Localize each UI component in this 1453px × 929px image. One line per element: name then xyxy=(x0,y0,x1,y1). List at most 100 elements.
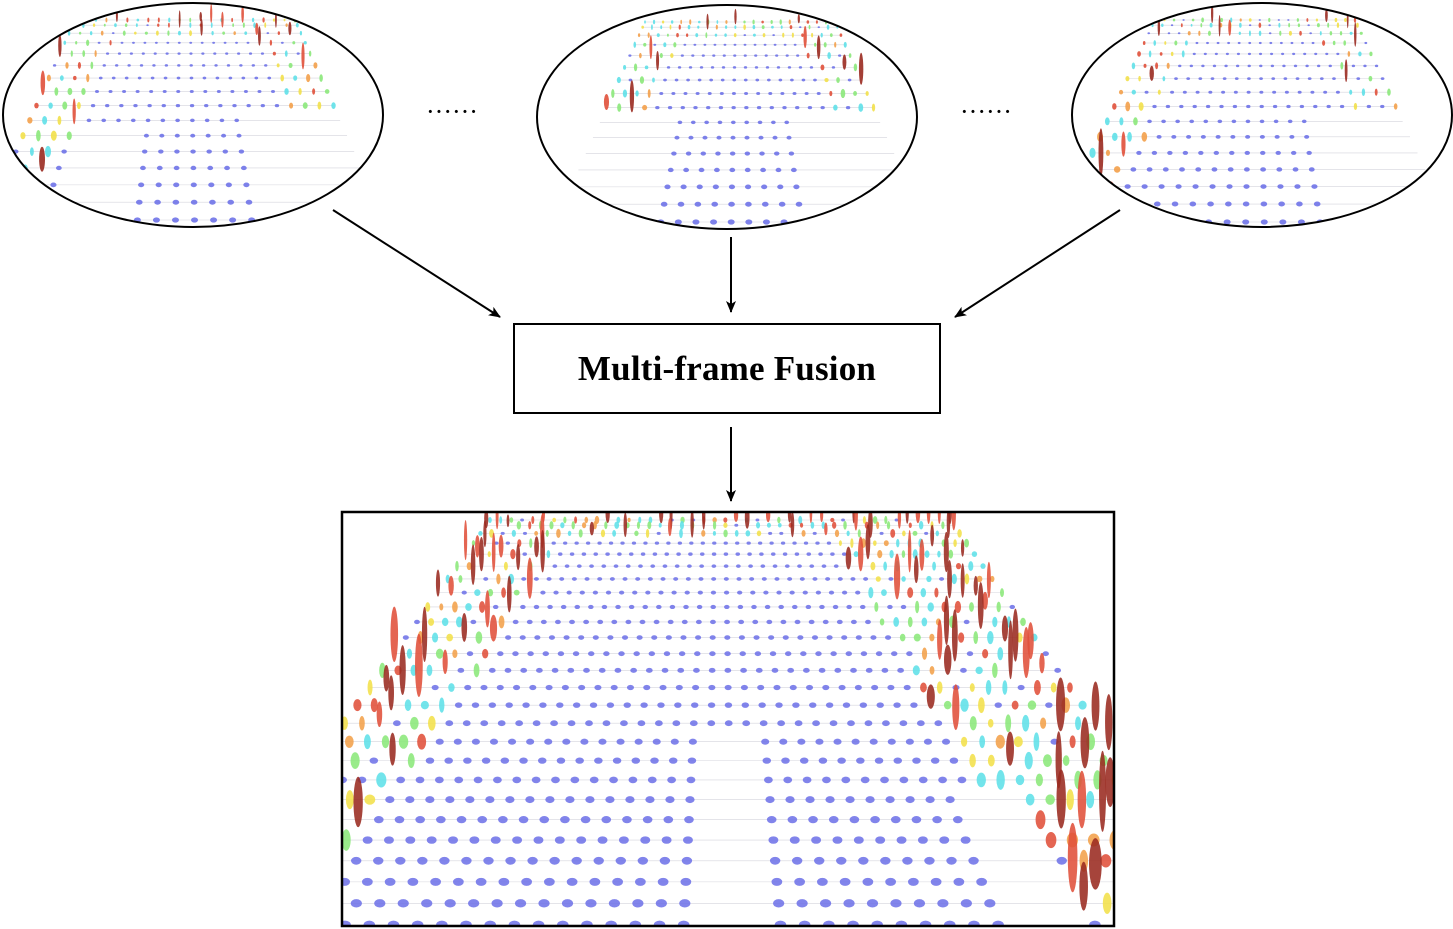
gaussian-ellipsoid xyxy=(1339,104,1345,109)
gaussian-ellipsoid xyxy=(97,41,101,44)
gaussian-ellipsoid xyxy=(952,684,960,731)
gaussian-ellipsoid xyxy=(561,899,574,908)
gaussian-ellipsoid xyxy=(305,762,314,806)
gaussian-ellipsoid xyxy=(1186,134,1192,139)
gaussian-ellipsoid xyxy=(301,42,305,70)
gaussian-ellipsoid xyxy=(463,757,472,764)
gaussian-ellipsoid xyxy=(321,794,329,848)
gaussian-ellipsoid xyxy=(1339,31,1343,36)
gaussian-ellipsoid xyxy=(1162,921,1174,929)
gaussian-ellipsoid xyxy=(875,651,883,657)
gaussian-ellipsoid xyxy=(896,836,907,844)
gaussian-ellipsoid xyxy=(866,899,879,908)
gaussian-ellipsoid xyxy=(789,25,793,30)
gaussian-ellipsoid xyxy=(620,720,628,727)
gaussian-ellipsoid xyxy=(585,720,593,727)
gaussian-ellipsoid xyxy=(483,577,489,581)
gaussian-ellipsoid xyxy=(1118,757,1126,763)
gaussian-ellipsoid xyxy=(362,836,373,844)
gaussian-ellipsoid xyxy=(1353,17,1357,23)
gaussian-ellipsoid xyxy=(1332,40,1336,46)
gaussian-ellipsoid xyxy=(615,604,621,610)
gaussian-ellipsoid xyxy=(717,120,723,125)
gaussian-ellipsoid xyxy=(631,541,637,545)
gaussian-ellipsoid xyxy=(1268,32,1272,35)
gaussian-ellipsoid xyxy=(406,648,413,659)
gaussian-ellipsoid xyxy=(913,633,921,642)
gaussian-ellipsoid xyxy=(208,182,215,188)
gaussian-ellipsoid xyxy=(404,699,412,711)
gaussian-ellipsoid xyxy=(469,836,480,844)
gaussian-ellipsoid xyxy=(189,17,192,23)
gaussian-ellipsoid xyxy=(1179,104,1184,109)
gaussian-ellipsoid xyxy=(1200,23,1203,28)
gaussian-ellipsoid xyxy=(1161,23,1164,27)
gaussian-ellipsoid xyxy=(384,877,396,886)
gaussian-ellipsoid xyxy=(768,531,773,535)
gaussian-ellipsoid xyxy=(1146,855,1155,867)
gaussian-ellipsoid xyxy=(753,635,760,640)
gaussian-ellipsoid xyxy=(421,899,433,908)
gaussian-ellipsoid xyxy=(234,894,245,912)
gaussian-ellipsoid xyxy=(667,776,677,784)
gaussian-ellipsoid xyxy=(655,899,667,908)
gaussian-ellipsoid xyxy=(1090,181,1097,192)
gaussian-ellipsoid xyxy=(1259,134,1265,139)
gaussian-ellipsoid xyxy=(1349,89,1353,95)
gaussian-ellipsoid xyxy=(105,17,108,23)
gaussian-ellipsoid xyxy=(1147,32,1151,35)
gaussian-ellipsoid xyxy=(1310,90,1315,94)
gaussian-ellipsoid xyxy=(1136,150,1142,155)
gaussian-ellipsoid xyxy=(865,667,873,673)
gaussian-ellipsoid xyxy=(584,577,590,581)
gaussian-ellipsoid xyxy=(1286,104,1291,109)
gaussian-ellipsoid xyxy=(497,651,504,657)
gaussian-ellipsoid xyxy=(1278,201,1285,207)
gaussian-ellipsoid xyxy=(628,604,635,610)
gaussian-ellipsoid xyxy=(232,23,235,28)
gaussian-ellipsoid xyxy=(154,199,161,205)
gaussian-ellipsoid xyxy=(696,604,703,610)
gaussian-ellipsoid xyxy=(771,25,774,29)
gaussian-ellipsoid xyxy=(921,617,928,627)
gaussian-ellipsoid xyxy=(1209,184,1216,189)
gaussian-ellipsoid xyxy=(822,684,830,691)
gaussian-ellipsoid xyxy=(653,619,660,625)
gaussian-ellipsoid xyxy=(964,538,969,548)
gaussian-ellipsoid xyxy=(593,552,599,556)
gaussian-ellipsoid xyxy=(1153,201,1161,207)
gaussian-ellipsoid xyxy=(807,105,813,110)
gaussian-ellipsoid xyxy=(794,877,806,886)
gaussian-ellipsoid xyxy=(936,681,943,694)
multi-frame-fusion-box: Multi-frame Fusion xyxy=(513,323,941,414)
gaussian-ellipsoid xyxy=(657,702,665,708)
gaussian-ellipsoid xyxy=(692,684,700,691)
gaussian-ellipsoid xyxy=(190,133,196,138)
gaussian-ellipsoid xyxy=(1062,755,1070,766)
gaussian-ellipsoid xyxy=(932,561,936,571)
gaussian-ellipsoid xyxy=(869,738,878,745)
gaussian-ellipsoid xyxy=(780,91,785,95)
gaussian-ellipsoid xyxy=(815,20,818,24)
gaussian-ellipsoid xyxy=(708,667,716,673)
gaussian-ellipsoid xyxy=(65,62,69,69)
gaussian-ellipsoid xyxy=(605,590,612,595)
fused-output-map xyxy=(234,510,1174,929)
gaussian-ellipsoid xyxy=(711,552,717,556)
gaussian-ellipsoid xyxy=(153,52,157,55)
gaussian-ellipsoid xyxy=(1201,64,1205,68)
gaussian-ellipsoid xyxy=(1045,794,1055,805)
gaussian-ellipsoid xyxy=(304,899,315,907)
gaussian-ellipsoid xyxy=(431,632,439,643)
gaussian-ellipsoid xyxy=(8,197,14,208)
gaussian-ellipsoid xyxy=(690,512,694,538)
gaussian-ellipsoid xyxy=(1290,41,1294,45)
gaussian-ellipsoid xyxy=(724,667,732,673)
gaussian-ellipsoid xyxy=(702,512,706,530)
gaussian-ellipsoid xyxy=(1248,18,1252,22)
gaussian-ellipsoid xyxy=(830,651,837,657)
gaussian-ellipsoid xyxy=(1258,19,1261,21)
gaussian-ellipsoid xyxy=(552,564,558,568)
gaussian-ellipsoid xyxy=(761,184,768,190)
gaussian-ellipsoid xyxy=(225,182,232,188)
